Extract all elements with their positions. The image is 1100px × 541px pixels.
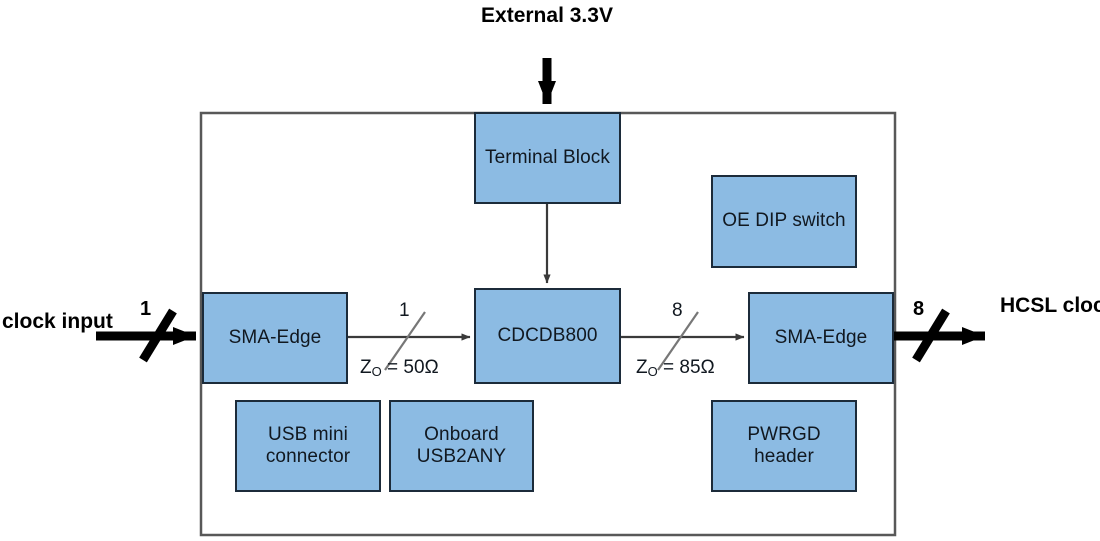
- block-sma-edge-input-label: SMA-Edge: [228, 326, 322, 348]
- block-pwrgd-header[interactable]: PWRGD header: [711, 400, 857, 492]
- impedance-input-label: ZO = 50Ω: [360, 357, 439, 379]
- block-pwrgd-header-text: PWRGD header: [747, 424, 820, 469]
- block-cdcdb800-label: CDCDB800: [497, 324, 598, 346]
- internal-bus-slash-out: [657, 311, 699, 371]
- block-oe-dip-switch[interactable]: OE DIP switch: [711, 175, 857, 268]
- internal-bus-width-out-label: 8: [672, 300, 683, 321]
- block-usb-mini-connector-line1: USB mini: [268, 423, 348, 445]
- block-pwrgd-header-line1: PWRGD: [747, 423, 821, 445]
- external-supply-label-line1: External: [481, 4, 564, 27]
- block-pwrgd-header-line2: header: [754, 446, 814, 467]
- external-supply-label: External 3.3V: [462, 4, 632, 28]
- block-terminal-block[interactable]: Terminal Block: [474, 112, 621, 204]
- impedance-output-subscript: O: [647, 364, 658, 379]
- block-sma-edge-output[interactable]: SMA-Edge: [748, 292, 894, 384]
- internal-bus-width-in-label: 1: [399, 300, 410, 321]
- internal-bus-slash-in: [384, 311, 426, 371]
- block-sma-edge-input[interactable]: SMA-Edge: [202, 292, 348, 384]
- block-sma-edge-output-label: SMA-Edge: [774, 326, 868, 348]
- block-oe-dip-switch-label: OE DIP switch: [722, 210, 846, 232]
- external-supply-label-line2: 3.3V: [569, 4, 613, 27]
- clock-input-label-line1: clock: [2, 310, 56, 333]
- block-onboard-usb2any-line1: Onboard: [424, 423, 499, 445]
- clock-output-label-line2: clock: [1062, 294, 1100, 317]
- input-bus-width-label: 1: [140, 298, 152, 320]
- block-usb-mini-connector-text: USB mini connector: [266, 424, 350, 469]
- clock-input-bus-slash: [139, 308, 177, 363]
- impedance-input-subscript: O: [371, 364, 382, 379]
- impedance-output-label: ZO = 85Ω: [636, 357, 715, 379]
- block-cdcdb800[interactable]: CDCDB800: [474, 288, 621, 384]
- block-usb-mini-connector[interactable]: USB mini connector: [235, 400, 381, 492]
- impedance-input-symbol: Z: [360, 357, 372, 378]
- block-onboard-usb2any-text: Onboard USB2ANY: [417, 424, 506, 469]
- clock-output-label-line1: HCSL: [1000, 294, 1057, 317]
- clock-output-bus-slash: [912, 308, 950, 363]
- block-onboard-usb2any-line2: USB2ANY: [416, 446, 507, 467]
- output-bus-width-label: 8: [913, 298, 925, 320]
- impedance-output-symbol: Z: [636, 357, 648, 378]
- impedance-input-value: = 50Ω: [381, 357, 439, 378]
- block-usb-mini-connector-line2: connector: [265, 446, 351, 467]
- clock-input-label: clock input: [2, 310, 113, 334]
- block-onboard-usb2any[interactable]: Onboard USB2ANY: [389, 400, 534, 492]
- clock-input-label-line2: input: [61, 310, 113, 333]
- impedance-output-value: = 85Ω: [657, 357, 715, 378]
- block-terminal-block-label: Terminal Block: [485, 146, 610, 168]
- clock-output-label: HCSL clock output: [1000, 294, 1100, 318]
